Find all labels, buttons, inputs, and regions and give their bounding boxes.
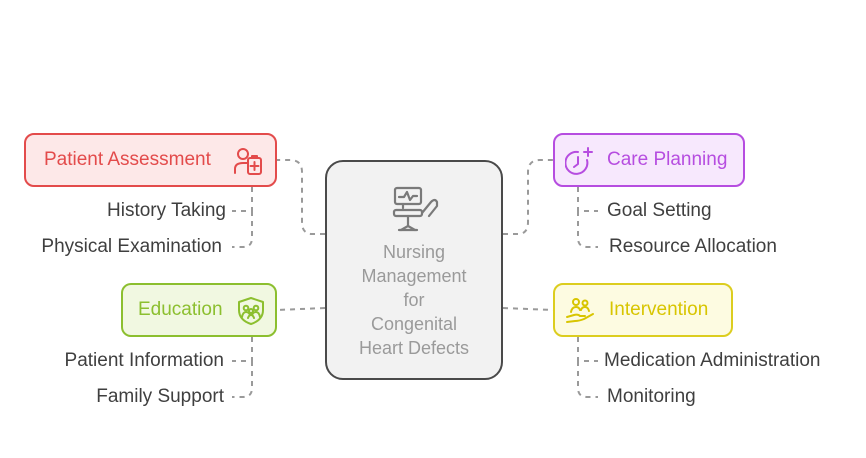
sub-item-patient-information: Patient Information	[64, 350, 224, 371]
sub-item-family-support: Family Support	[96, 386, 224, 407]
sub-item-resource-allocation: Resource Allocation	[609, 236, 777, 257]
caring-hand-people-icon	[566, 298, 594, 323]
family-shield-icon	[238, 297, 264, 325]
patient-assessment-node: Patient Assessment	[24, 133, 277, 187]
care-planning-node: Care Planning	[553, 133, 745, 187]
patient-clipboard-icon	[234, 148, 262, 175]
sub-item-monitoring: Monitoring	[607, 386, 696, 407]
hospital-bed-monitor-icon	[392, 186, 439, 232]
sub-item-physical-examination: Physical Examination	[41, 236, 222, 257]
clock-plus-icon	[565, 147, 593, 175]
central-topic: Nursing Management for Congenital Heart …	[325, 160, 503, 380]
sub-item-goal-setting: Goal Setting	[607, 200, 712, 221]
education-label: Education	[138, 299, 223, 320]
sub-item-medication-administration: Medication Administration	[604, 350, 821, 371]
patient-assessment-label: Patient Assessment	[44, 149, 211, 170]
intervention-node: Intervention	[553, 283, 733, 337]
education-node: Education	[121, 283, 277, 337]
care-planning-label: Care Planning	[607, 149, 728, 170]
central-title: Nursing Management for Congenital Heart …	[358, 242, 470, 358]
sub-item-history-taking: History Taking	[107, 200, 226, 221]
intervention-label: Intervention	[609, 299, 709, 320]
